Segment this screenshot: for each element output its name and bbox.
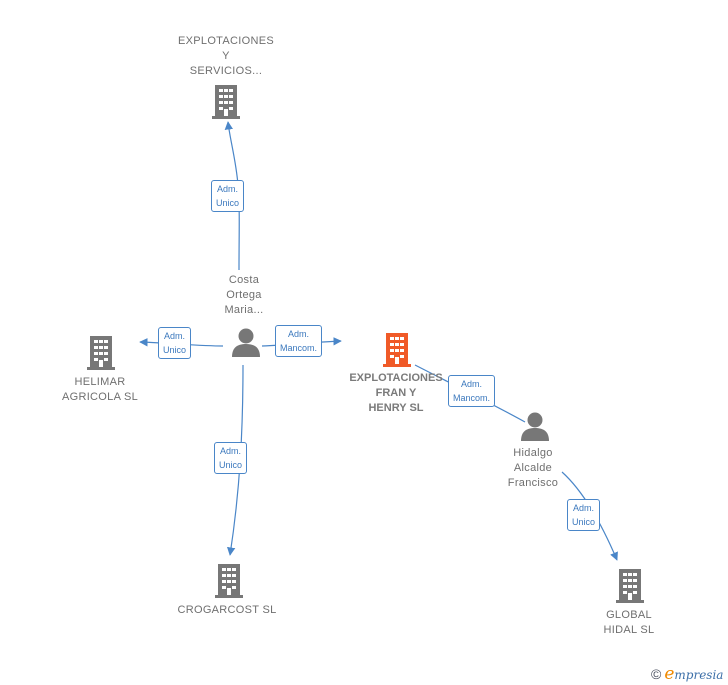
building-icon-highlighted xyxy=(383,333,411,367)
edge-label-to-servicios: Adm. Unico xyxy=(211,180,245,212)
company-label-explotaciones-servicios[interactable]: EXPLOTACIONES Y SERVICIOS... xyxy=(178,35,274,77)
edge-label-to-helimar: Adm. Unico xyxy=(158,327,192,359)
company-label-crogarcost[interactable]: CROGARCOST SL xyxy=(177,604,277,616)
person-label-hidalgo-alcalde[interactable]: Hidalgo Alcalde Francisco xyxy=(507,447,559,489)
building-icon xyxy=(215,564,243,598)
edge-label-to-fran: Adm. Mancom. xyxy=(275,325,323,357)
copyright-icon: © xyxy=(651,666,662,682)
empresia-logo: empresia xyxy=(664,664,724,684)
edge-label-hidalgo-to-fran: Adm. Mancom. xyxy=(448,375,496,407)
building-icon xyxy=(212,85,240,119)
company-label-global-hidal[interactable]: GLOBAL HIDAL SL xyxy=(603,609,655,636)
building-icon xyxy=(87,336,115,370)
person-label-costa-ortega[interactable]: Costa Ortega Maria... xyxy=(224,274,264,316)
edge-label-to-global: Adm. Unico xyxy=(567,499,601,531)
building-icon xyxy=(616,569,644,603)
person-icon xyxy=(521,412,549,441)
company-label-explotaciones-fran[interactable]: EXPLOTACIONES FRAN Y HENRY SL xyxy=(349,372,443,414)
edge-label-to-crogarcost: Adm. Unico xyxy=(214,442,248,474)
empresia-watermark[interactable]: © empresia xyxy=(651,664,723,684)
person-icon xyxy=(232,328,260,357)
company-label-helimar[interactable]: HELIMAR AGRICOLA SL xyxy=(61,376,139,403)
